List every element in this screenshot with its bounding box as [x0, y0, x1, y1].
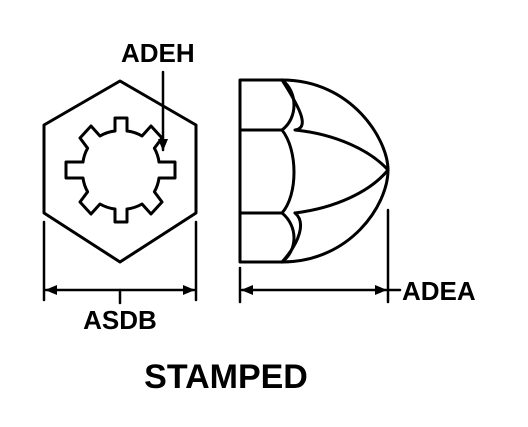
- dome-curve-upper: [280, 78, 390, 172]
- dome-curve-lower: [293, 168, 390, 215]
- side-body-outline: [238, 78, 390, 264]
- adeh-label: ADEH: [121, 38, 195, 68]
- side-view: [238, 78, 390, 264]
- adea-label: ADEA: [402, 276, 476, 306]
- hex-flat-arc-middle: [280, 128, 296, 215]
- hexagon-outline: [42, 79, 198, 264]
- adea-dimension: ADEA: [238, 208, 476, 306]
- adeh-dimension: ADEH: [121, 38, 195, 152]
- dome-curve-bottom: [280, 211, 302, 264]
- asdb-dimension: ASDB: [42, 220, 198, 335]
- front-view: [42, 79, 198, 264]
- asdb-label: ASDB: [83, 305, 157, 335]
- caption-label: STAMPED: [144, 358, 308, 396]
- star-slot: [64, 116, 177, 224]
